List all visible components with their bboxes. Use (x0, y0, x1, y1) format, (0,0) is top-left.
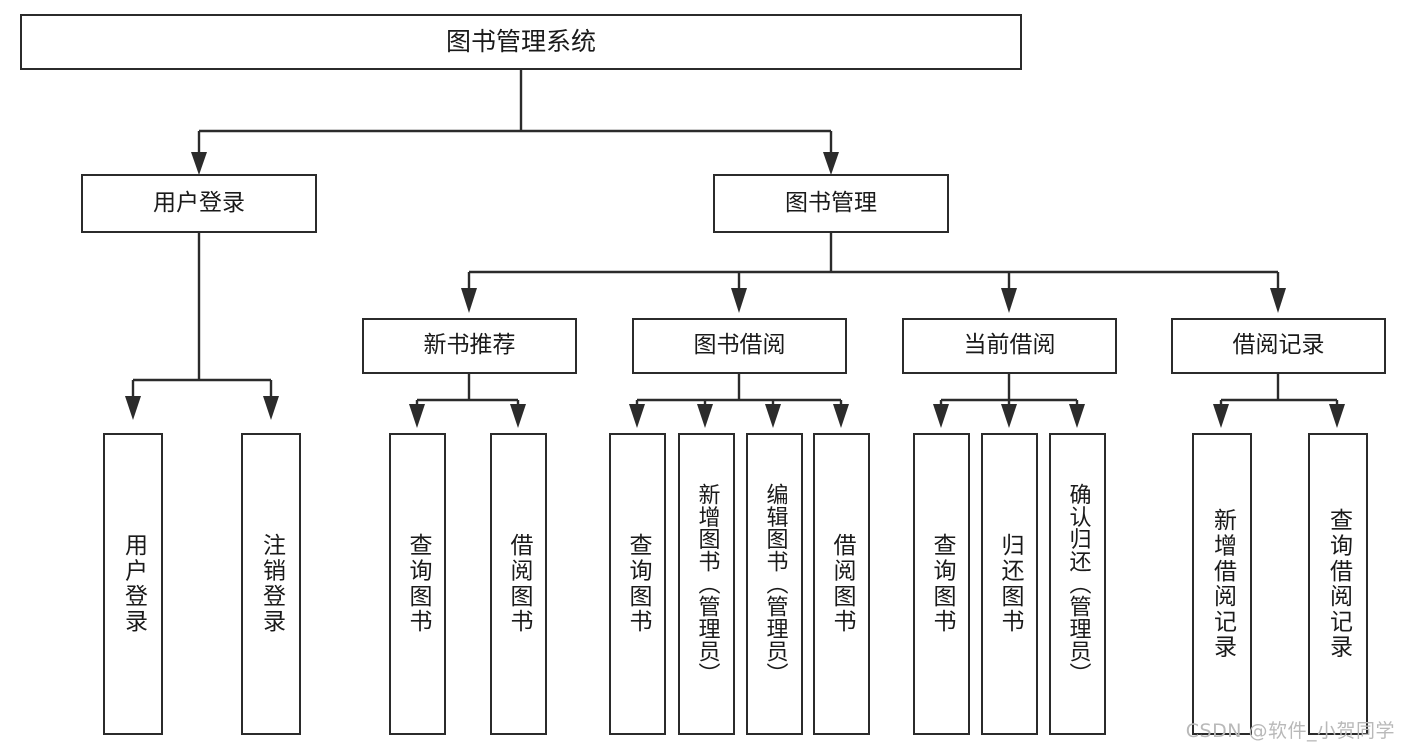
node-label: 确认归还（管理员） (1065, 483, 1091, 685)
leaf-borrow-record-add-record[interactable]: 新增借阅记录 (1192, 433, 1252, 735)
node-book-management[interactable]: 图书管理 (713, 174, 949, 233)
node-label: 查询图书 (929, 533, 955, 635)
arrow-to-book-borrow (731, 288, 747, 313)
node-label: 用户登录 (153, 189, 245, 216)
arrow-newbook-leaf-1 (409, 404, 425, 428)
arrow-userlogin-leaf-2 (263, 396, 279, 420)
arrow-newbook-leaf-2 (510, 404, 526, 428)
arrow-bookborrow-leaf-2 (697, 404, 713, 428)
leaf-book-borrow-borrow-book[interactable]: 借阅图书 (813, 433, 870, 735)
node-current-borrow[interactable]: 当前借阅 (902, 318, 1117, 374)
arrow-to-book-manage (823, 152, 839, 175)
node-label: 借阅记录 (1232, 332, 1325, 359)
arrow-currentborrow-leaf-3 (1069, 404, 1085, 428)
node-label: 新书推荐 (423, 332, 516, 359)
arrow-to-new-book (461, 288, 477, 313)
leaf-book-borrow-query-book[interactable]: 查询图书 (609, 433, 666, 735)
node-label: 借阅图书 (506, 533, 532, 635)
node-label: 编辑图书（管理员） (762, 483, 788, 685)
node-label: 新增图书（管理员） (694, 483, 720, 685)
leaf-user-login-logout[interactable]: 注销登录 (241, 433, 301, 735)
leaf-borrow-record-query-record[interactable]: 查询借阅记录 (1308, 433, 1368, 735)
arrow-currentborrow-leaf-1 (933, 404, 949, 428)
arrow-bookborrow-leaf-3 (765, 404, 781, 428)
node-new-book-recommend[interactable]: 新书推荐 (362, 318, 577, 374)
node-user-login[interactable]: 用户登录 (81, 174, 317, 233)
node-root-book-management-system[interactable]: 图书管理系统 (20, 14, 1022, 70)
node-label: 归还图书 (997, 533, 1023, 635)
node-label: 用户登录 (120, 533, 147, 635)
arrow-to-current-borrow (1001, 288, 1017, 313)
leaf-user-login-login[interactable]: 用户登录 (103, 433, 163, 735)
node-label: 图书管理 (785, 189, 877, 216)
node-label: 新增借阅记录 (1209, 508, 1236, 660)
arrow-bookborrow-leaf-1 (629, 404, 645, 428)
arrow-currentborrow-leaf-2 (1001, 404, 1017, 428)
arrow-to-borrow-record (1270, 288, 1286, 313)
leaf-current-borrow-return-book[interactable]: 归还图书 (981, 433, 1038, 735)
node-label: 借阅图书 (829, 533, 855, 635)
arrow-userlogin-leaf-1 (125, 396, 141, 420)
node-book-borrow[interactable]: 图书借阅 (632, 318, 847, 374)
watermark-text: CSDN @软件_小贺同学 (1185, 720, 1395, 742)
leaf-book-borrow-add-book-admin[interactable]: 新增图书（管理员） (678, 433, 735, 735)
arrow-borrowrecord-leaf-2 (1329, 404, 1345, 428)
leaf-new-book-query-book[interactable]: 查询图书 (389, 433, 446, 735)
node-label: 图书借阅 (693, 332, 786, 359)
leaf-current-borrow-query-book[interactable]: 查询图书 (913, 433, 970, 735)
arrow-to-user-login (191, 152, 207, 175)
leaf-book-borrow-edit-book-admin[interactable]: 编辑图书（管理员） (746, 433, 803, 735)
node-label: 查询借阅记录 (1325, 508, 1352, 660)
arrow-bookborrow-leaf-4 (833, 404, 849, 428)
node-label: 查询图书 (405, 533, 431, 635)
node-label: 当前借阅 (963, 332, 1056, 359)
leaf-new-book-borrow-book[interactable]: 借阅图书 (490, 433, 547, 735)
node-borrow-record[interactable]: 借阅记录 (1171, 318, 1386, 374)
arrow-borrowrecord-leaf-1 (1213, 404, 1229, 428)
node-label: 注销登录 (258, 533, 285, 635)
leaf-current-borrow-confirm-return-admin[interactable]: 确认归还（管理员） (1049, 433, 1106, 735)
node-label: 图书管理系统 (445, 27, 596, 57)
node-label: 查询图书 (625, 533, 651, 635)
